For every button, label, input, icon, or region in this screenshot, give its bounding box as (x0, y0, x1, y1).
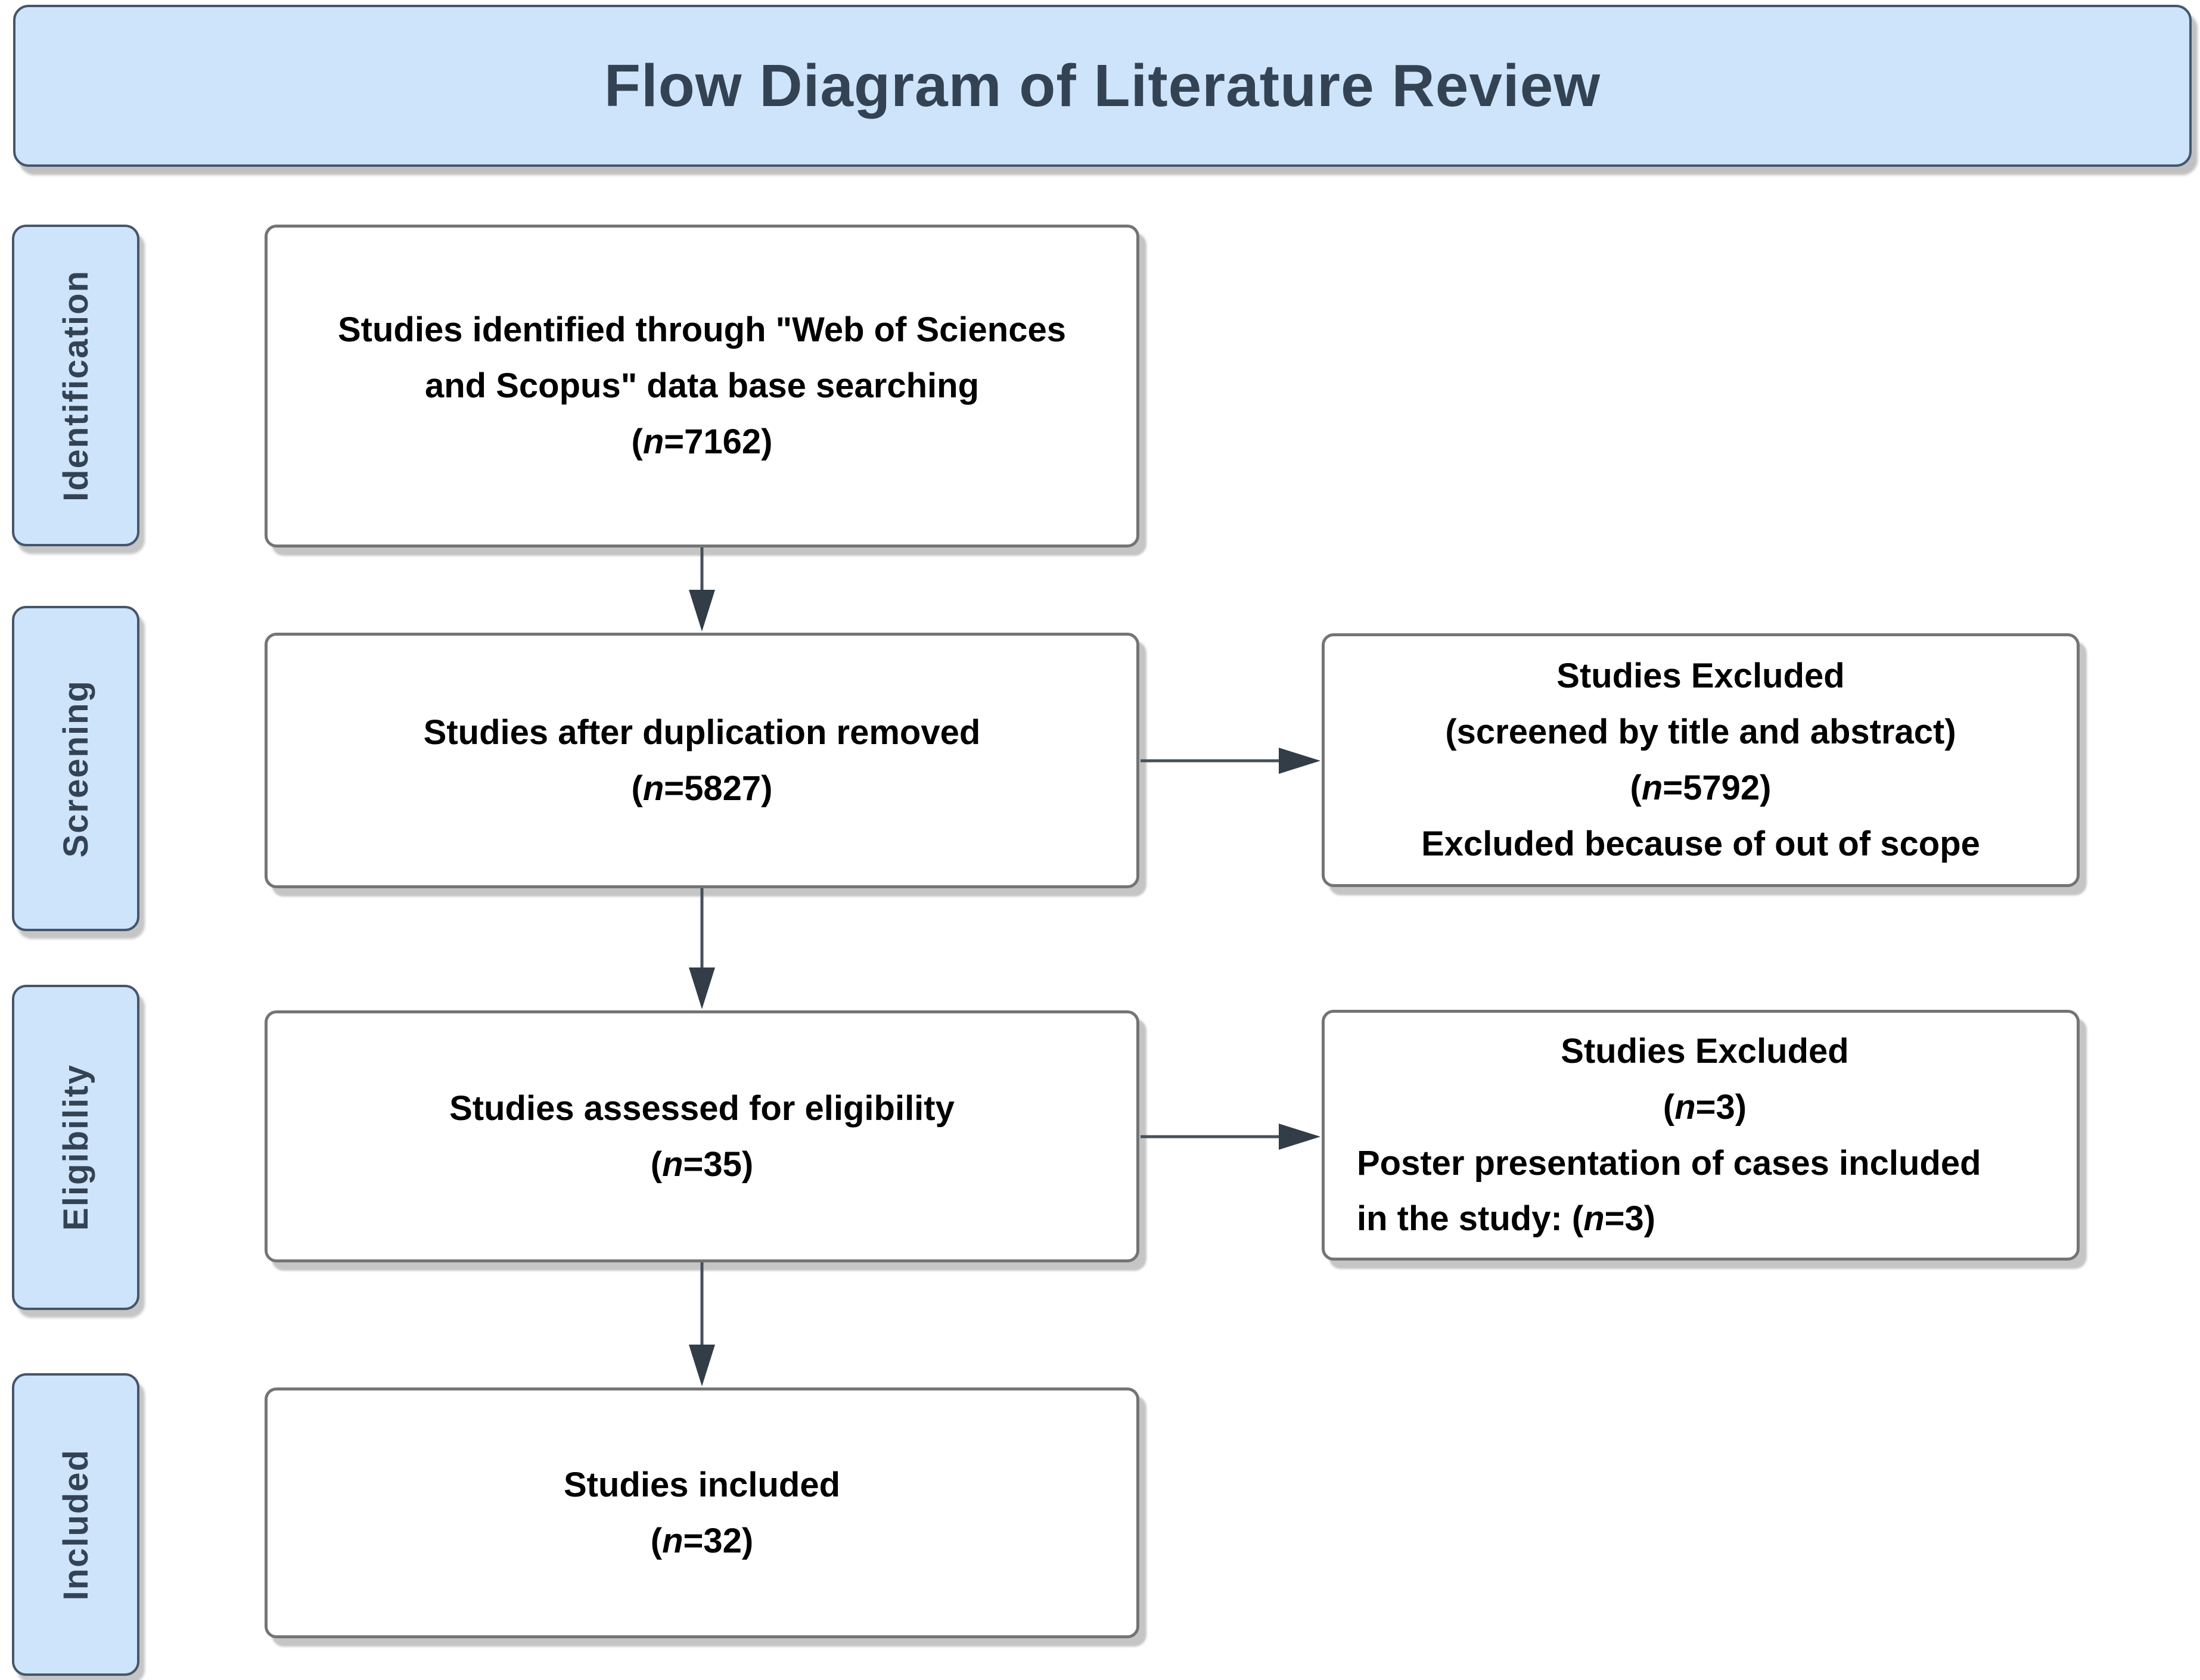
arrowhead-identified-to-deduplicated (689, 590, 715, 631)
box-studies-assessed-for-eligibility: Studies assessed for eligibility(n=35) (265, 1010, 1139, 1262)
arrowhead-assessed-to-excluded (1279, 1124, 1320, 1150)
phase-eligibility-label: Eligibility (56, 1064, 95, 1231)
phase-eligibility: Eligibility (12, 985, 139, 1310)
arrowhead-deduplicated-to-excluded (1279, 748, 1320, 774)
box-studies-excluded-screening: Studies Excluded(screened by title and a… (1322, 633, 2080, 887)
box-studies-after-duplication-removed: Studies after duplication removed(n=5827… (265, 633, 1139, 888)
diagram-title-bar: Flow Diagram of Literature Review (13, 5, 2192, 167)
box-studies-excluded-eligibility: Studies Excluded(n=3)Poster presentation… (1322, 1010, 2080, 1261)
phase-screening-label: Screening (56, 679, 95, 858)
phase-identification: Identification (12, 225, 139, 546)
phase-screening: Screening (12, 606, 139, 931)
page-title: Flow Diagram of Literature Review (604, 52, 1601, 119)
box-studies-identified: Studies identified through "Web of Scien… (265, 225, 1139, 547)
box-studies-included: Studies included(n=32) (265, 1387, 1139, 1638)
arrowhead-deduplicated-to-assessed (689, 967, 715, 1009)
arrowhead-assessed-to-included (689, 1345, 715, 1386)
phase-included-label: Included (56, 1448, 95, 1601)
phase-included: Included (12, 1373, 139, 1676)
phase-identification-label: Identification (56, 269, 95, 502)
